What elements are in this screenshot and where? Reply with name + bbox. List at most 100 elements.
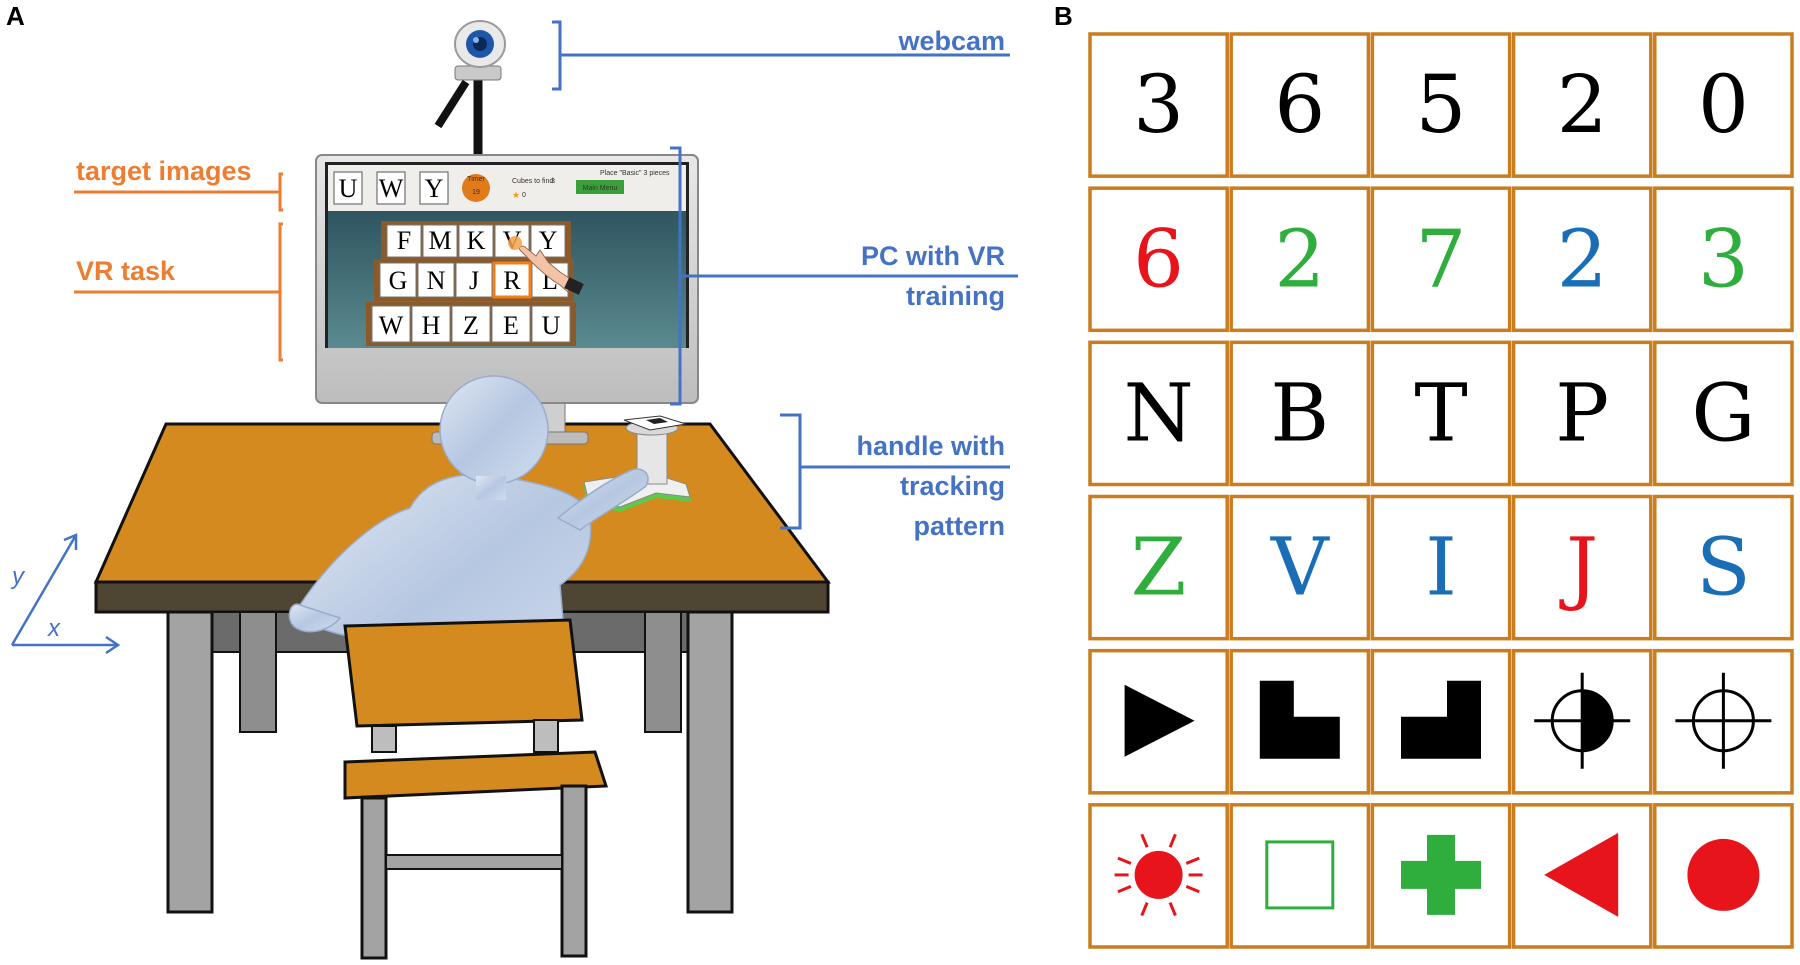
stimulus-glyph: P [1555, 366, 1609, 459]
stimulus-cell: 7 [1370, 186, 1512, 333]
stimulus-glyph: 2 [1557, 58, 1608, 151]
l-shape-mirrored-icon [1401, 680, 1481, 759]
cross-icon [1401, 834, 1481, 915]
vr-tile[interactable] [531, 305, 571, 343]
stimulus-cell-frame [1653, 186, 1794, 333]
target-image-1-label: U [339, 174, 358, 203]
stimulus-cell-frame [1511, 186, 1653, 333]
vr-tile[interactable] [379, 262, 417, 298]
stimulus-glyph: 0 [1698, 58, 1749, 151]
vr-tile-label: F [397, 226, 411, 255]
vr-tile-label: E [503, 311, 519, 340]
stimulus-cell: P [1511, 340, 1653, 487]
callout-webcam: webcam [897, 26, 1005, 56]
stimulus-glyph: 6 [1274, 58, 1325, 151]
target-image-1 [333, 171, 363, 205]
stimulus-cell-frame [1511, 494, 1653, 641]
vr-tile[interactable] [371, 305, 411, 343]
stimulus-cell: G [1653, 340, 1794, 487]
stimulus-cell-frame [1370, 186, 1512, 333]
stimulus-cell-frame [1229, 186, 1371, 333]
stimulus-cell: 2 [1511, 32, 1653, 178]
stimulus-cell-frame [1370, 494, 1512, 641]
main-menu-button[interactable] [576, 180, 624, 194]
stimulus-cell [1229, 648, 1371, 795]
target-image-3-label: Y [425, 174, 444, 203]
vr-tile[interactable] [530, 224, 566, 258]
callout-vr-task: VR task [76, 256, 176, 286]
stimulus-glyph: 7 [1416, 212, 1467, 305]
vr-tile-label: M [428, 226, 451, 255]
target-image-3 [419, 171, 449, 205]
sun-icon [1114, 833, 1203, 917]
crosshair-icon [1675, 672, 1772, 769]
stimulus-glyph: 3 [1698, 212, 1749, 305]
stimulus-glyph: S [1696, 521, 1751, 614]
stimulus-cell-frame [1370, 32, 1512, 178]
crosshair-half-icon [1534, 672, 1631, 769]
stimulus-cell: 6 [1088, 186, 1229, 333]
vr-tile[interactable] [491, 305, 531, 343]
vr-tile[interactable] [422, 224, 458, 258]
stimulus-cell-frame [1653, 340, 1794, 487]
vr-tile[interactable] [386, 224, 422, 258]
cubes-count: 3 [551, 178, 555, 185]
stimulus-cell-frame [1088, 494, 1229, 641]
callout-handle-line2: tracking [900, 471, 1005, 501]
panel-a-label: A [6, 1, 25, 31]
vr-tile-label: N [427, 266, 446, 295]
vr-tile[interactable] [451, 305, 491, 343]
vr-tile-label: R [503, 266, 521, 295]
vr-tile-label: Z [463, 311, 479, 340]
hint-text: Place "Basic" 3 pieces [600, 170, 670, 177]
target-image-2 [376, 171, 406, 205]
stimulus-cell: 2 [1511, 186, 1653, 333]
l-shape-icon [1259, 680, 1340, 759]
stimulus-glyph: J [1559, 521, 1598, 614]
stimulus-cell-frame [1229, 340, 1371, 487]
stimulus-cell-frame [1653, 32, 1794, 178]
vr-task-header: U W Y Timer 19 Cubes to find: 3 ★ 0 Plac… [333, 170, 670, 205]
stimulus-cell-frame [1229, 32, 1371, 178]
vr-tile[interactable] [411, 305, 451, 343]
stimulus-cell: B [1229, 340, 1371, 487]
vr-tile[interactable] [458, 224, 494, 258]
vr-tile-label: H [422, 311, 441, 340]
callout-handle-line1: handle with [857, 431, 1006, 461]
callout-handle-line3: pattern [913, 511, 1005, 541]
stimulus-cell [1088, 803, 1229, 949]
panel-b-label: B [1054, 1, 1073, 31]
stimulus-cell: 3 [1088, 32, 1229, 178]
triangle-left-icon [1544, 832, 1619, 917]
stimulus-cell: J [1511, 494, 1653, 641]
stimulus-glyph: 5 [1416, 58, 1467, 151]
vr-tile-selected[interactable] [492, 261, 532, 299]
star-count: 0 [522, 192, 526, 199]
stimulus-glyph: Z [1131, 521, 1187, 614]
stimulus-cell-frame [1653, 494, 1794, 641]
stimulus-cell-frame [1088, 803, 1229, 949]
chair [343, 618, 609, 960]
stimulus-cell [1653, 648, 1794, 795]
circle-icon [1687, 838, 1760, 911]
stimulus-glyph: I [1425, 521, 1457, 614]
stimulus-cell: Z [1088, 494, 1229, 641]
stimulus-cell: V [1229, 494, 1371, 641]
webcam-illustration [434, 20, 506, 160]
vr-task-board: FMKVYGNJRLWHZEU [366, 221, 576, 346]
triangle-right-icon [1124, 684, 1195, 757]
callout-lines [74, 20, 1018, 530]
x-axis-label: x [47, 615, 61, 642]
vr-tile[interactable] [455, 262, 493, 298]
stimulus-cell-frame [1088, 340, 1229, 487]
stimulus-cell-frame [1511, 340, 1653, 487]
stimulus-glyph: V [1270, 521, 1330, 614]
stimulus-cell-frame [1088, 186, 1229, 333]
cubes-label: Cubes to find: [512, 178, 555, 185]
stimulus-cell [1370, 648, 1512, 795]
vr-tile[interactable] [417, 262, 455, 298]
timer-value: 19 [472, 189, 480, 196]
stimulus-cell: I [1370, 494, 1512, 641]
stimulus-glyph: N [1124, 366, 1194, 459]
